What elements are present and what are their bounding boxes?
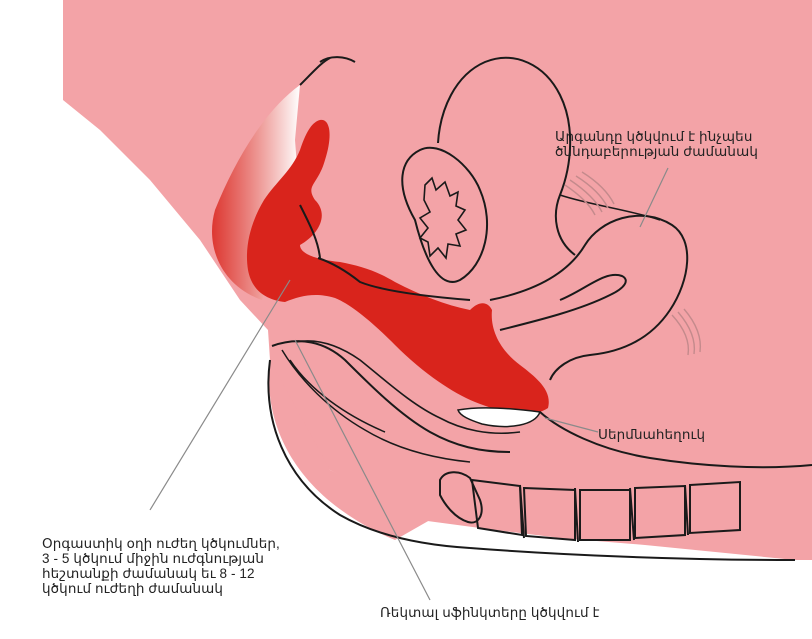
label-rectal-sphincter: Ռեկտալ սֆինկտերը կծկվում է (380, 605, 600, 620)
spine-line (559, 194, 661, 221)
body-top-contour (319, 56, 356, 63)
back-contour (539, 411, 812, 469)
vaginal-tissue (246, 119, 549, 415)
contraction-marks-lower (671, 308, 702, 356)
leader-uterus (639, 167, 669, 228)
rectal-canal (281, 349, 471, 463)
label-orgasm-line-2: 3 - 5 կծկում միջին ուժգնության (42, 551, 265, 566)
body-bottom (469, 547, 796, 561)
leader-orgasm (149, 279, 291, 511)
bladder (401, 146, 488, 283)
lower-region (268, 360, 430, 540)
abdominal-cavity (437, 56, 576, 256)
label-orgasmic-platform: Օրգաստիկ օղի ուժեղ կծկումներ, 3 - 5 կծկո… (42, 536, 280, 596)
cervix (499, 273, 627, 331)
label-orgasm-line-3: հեշտանքի ժամանակ եւ 8 - 12 (42, 566, 255, 581)
rectum-inner (295, 340, 521, 435)
bladder-inner (418, 176, 468, 260)
contraction-marks-upper (564, 171, 615, 216)
pelvis-curve (317, 257, 471, 301)
label-uterus-line-2: ծննդաբերության ժամանակ (555, 144, 758, 159)
uterus (489, 214, 689, 381)
semen-pool (457, 407, 542, 428)
label-semen: Սերմնահեղուկ (598, 427, 706, 442)
label-orgasm-line-4: կծկում ուժեղի ժամանակ (42, 581, 224, 596)
leader-rectal (294, 339, 431, 601)
rectum-outer (271, 340, 511, 453)
leader-semen (544, 417, 599, 433)
vertebrae (439, 471, 741, 543)
buttock-curve (267, 359, 471, 549)
label-uterus-line-1: Արգանդը կծկվում է ինչպես (555, 129, 753, 144)
body-silhouette (63, 0, 812, 560)
label-uterus-contraction: Արգանդը կծկվում է ինչպես ծննդաբերության … (555, 129, 758, 159)
label-orgasm-line-1: Օրգաստիկ օղի ուժեղ կծկումներ, (42, 536, 280, 551)
